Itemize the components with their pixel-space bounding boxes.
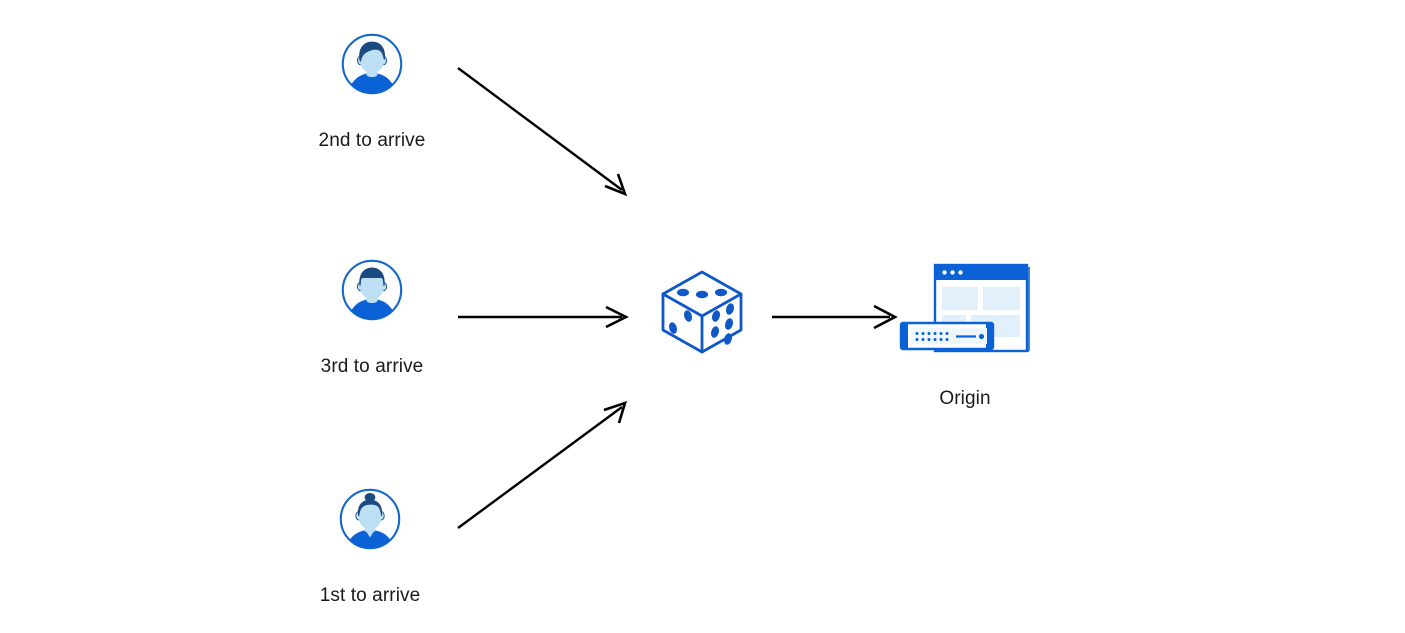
user-avatar-icon	[340, 258, 404, 322]
arrow-client-third-to-dice	[458, 305, 629, 329]
server-device-icon	[899, 321, 995, 351]
browser-window-icon	[933, 263, 1030, 353]
client-label-second: 2nd to arrive	[318, 130, 426, 151]
dice-icon	[657, 266, 747, 358]
client-label-third: 3rd to arrive	[320, 356, 424, 377]
random-balancer-node[interactable]	[657, 266, 747, 358]
client-label-first: 1st to arrive	[319, 585, 421, 606]
origin-label: Origin	[939, 388, 991, 409]
arrow-dice-to-origin	[772, 304, 898, 330]
client-node-first[interactable]: 1st to arrive	[300, 487, 440, 608]
user-avatar-icon	[338, 487, 402, 551]
client-node-second[interactable]: 2nd to arrive	[302, 32, 442, 153]
client-node-third[interactable]: 3rd to arrive	[302, 258, 442, 379]
origin-node[interactable]: Origin	[895, 255, 1035, 411]
arrow-client-second-to-dice	[457, 67, 628, 197]
origin-server-icon	[895, 255, 1035, 365]
arrow-client-first-to-dice	[457, 400, 627, 529]
user-avatar-icon	[340, 32, 404, 96]
